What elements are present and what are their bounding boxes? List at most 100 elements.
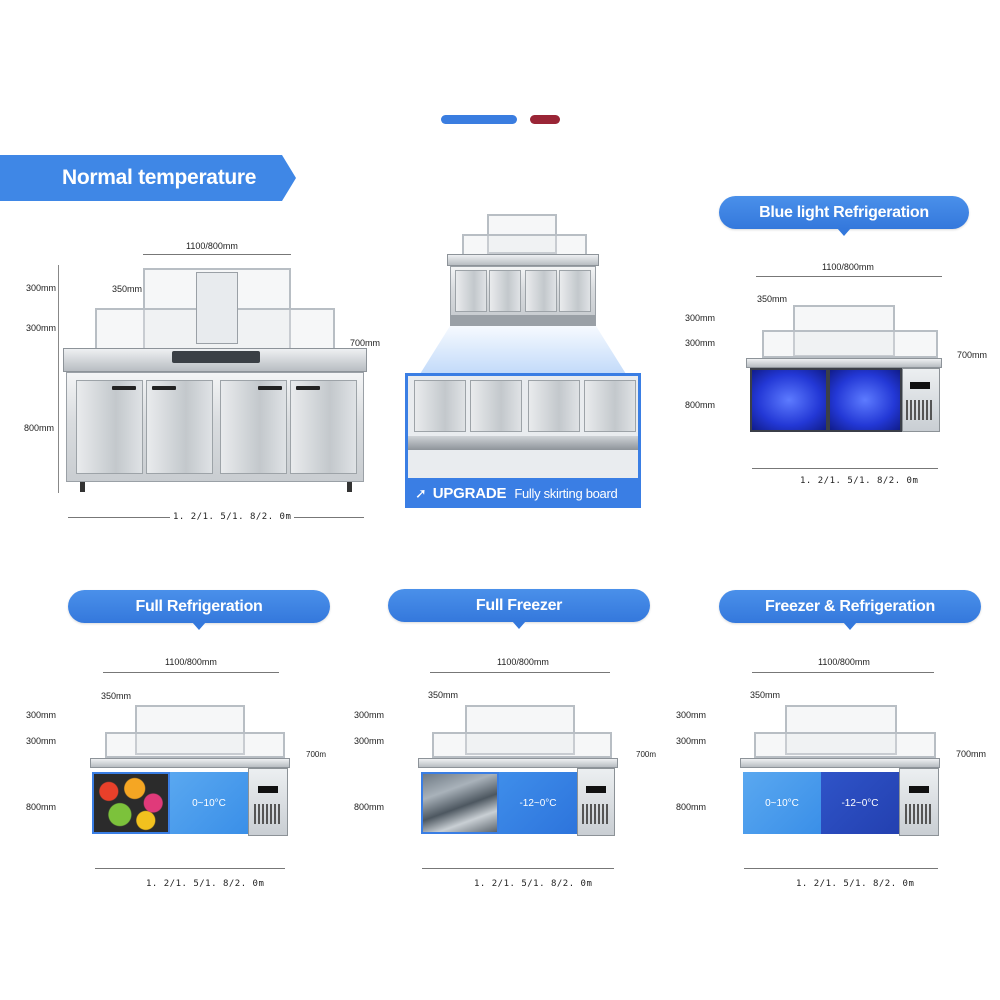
- dim-d350: 350mm: [112, 284, 143, 294]
- temp-label: 0~10°C: [192, 797, 226, 809]
- label-freezer-refrigeration: Freezer & Refrigeration: [719, 590, 981, 630]
- dim-length: 1. 2/1. 5/1. 8/2. 0m: [146, 879, 265, 889]
- upgrade-label: UPGRADE: [432, 484, 507, 502]
- lower-shelf: [105, 732, 285, 758]
- dim-d700: 700mm: [350, 338, 381, 348]
- cabinet-door: [470, 380, 522, 432]
- section-banner: Normal temperature: [0, 155, 296, 201]
- lower-shelf: [754, 732, 936, 758]
- dim-h800: 800mm: [685, 400, 716, 410]
- label-text: Blue light Refrigeration: [759, 203, 929, 221]
- carousel-indicator[interactable]: [530, 115, 560, 124]
- upper-shelf: [135, 705, 245, 755]
- dim-line: [143, 254, 291, 255]
- dim-h800: 800mm: [24, 423, 55, 433]
- refrigeration-compartment: 0~10°C: [170, 772, 248, 834]
- upgrade-sub: Fully skirting board: [514, 485, 618, 501]
- control-panel: [248, 768, 288, 836]
- dim-line: [744, 868, 938, 869]
- countertop: [90, 758, 290, 768]
- display: [909, 786, 929, 793]
- dim-h800: 800mm: [26, 802, 57, 812]
- countertop: [418, 758, 618, 768]
- dim-h300-a: 300mm: [26, 710, 57, 720]
- lower-shelf: [762, 330, 938, 358]
- dim-length: 1. 2/1. 5/1. 8/2. 0m: [796, 879, 915, 889]
- dim-d350: 350mm: [428, 690, 459, 700]
- dim-length: 1. 2/1. 5/1. 8/2. 0m: [800, 476, 919, 486]
- dim-d350: 350mm: [757, 294, 788, 304]
- dim-line: [752, 672, 934, 673]
- door-handle: [152, 386, 176, 390]
- display: [586, 786, 606, 793]
- dim-h300-b: 300mm: [26, 323, 57, 333]
- leg: [80, 482, 85, 492]
- upper-shelf: [465, 705, 575, 755]
- dim-line: [103, 672, 279, 673]
- dim-width: 1100/800mm: [497, 657, 549, 667]
- dim-length: 1. 2/1. 5/1. 8/2. 0m: [474, 879, 593, 889]
- door-handle: [258, 386, 282, 390]
- cabinet-door: [559, 270, 591, 312]
- upper-shelf: [785, 705, 897, 755]
- label-text: Freezer & Refrigeration: [764, 597, 936, 615]
- glass-panel: [196, 272, 238, 344]
- control-panel: [899, 768, 939, 836]
- cabinet-door: [525, 270, 557, 312]
- dim-d700: 700m: [306, 750, 327, 759]
- dim-h300-a: 300mm: [676, 710, 707, 720]
- label-text: Full Refrigeration: [135, 597, 263, 615]
- dim-d700: 700m: [636, 750, 657, 759]
- dim-h300-a: 300mm: [26, 283, 57, 293]
- dim-line: [58, 265, 59, 493]
- lower-shelf: [462, 234, 587, 256]
- banner-title: Normal temperature: [62, 166, 257, 189]
- dim-d700: 700mm: [957, 350, 988, 360]
- door-handle: [112, 386, 136, 390]
- countertop: [746, 358, 942, 368]
- dim-line: [422, 868, 614, 869]
- dim-d350: 350mm: [101, 691, 132, 701]
- countertop: [740, 758, 940, 768]
- label-full-freezer: Full Freezer: [388, 589, 650, 629]
- fruit-image: [92, 772, 170, 834]
- vent: [254, 804, 282, 824]
- skirting-board: [450, 316, 596, 326]
- dim-line: [756, 276, 942, 277]
- dim-h800: 800mm: [354, 802, 385, 812]
- control-panel: [577, 768, 615, 836]
- upgrade-caption: ➚ UPGRADE Fully skirting board: [405, 478, 641, 508]
- cabinet-door: [76, 380, 143, 474]
- dim-h300-a: 300mm: [354, 710, 385, 720]
- dim-d700: 700mm: [956, 749, 987, 759]
- dim-line: [95, 868, 285, 869]
- zoom-beam: [420, 326, 626, 374]
- temp-label: 0~10°C: [765, 797, 799, 809]
- cabinet-door: [528, 380, 580, 432]
- label-full-refrigeration: Full Refrigeration: [68, 590, 330, 630]
- carousel-indicator-active[interactable]: [441, 115, 517, 124]
- countertop: [447, 254, 599, 266]
- cabinet-door: [584, 380, 636, 432]
- freezer-compartment: -12~0°C: [821, 772, 899, 834]
- temp-label: -12~0°C: [519, 797, 557, 809]
- dim-d350: 350mm: [750, 690, 781, 700]
- temp-label: -12~0°C: [841, 797, 879, 809]
- sink-basin: [172, 351, 260, 363]
- glass-door: [828, 368, 902, 432]
- dim-h300-b: 300mm: [26, 736, 57, 746]
- dim-width: 1100/800mm: [165, 657, 217, 667]
- dim-width: 1100/800mm: [818, 657, 870, 667]
- dim-h300-a: 300mm: [685, 313, 716, 323]
- dim-width: 1100/800mm: [822, 262, 874, 272]
- upgrade-arrow-icon: ➚: [415, 484, 427, 501]
- dim-line: [752, 468, 938, 469]
- dim-h300-b: 300mm: [354, 736, 385, 746]
- cabinet-door: [290, 380, 357, 474]
- cabinet-door: [146, 380, 213, 474]
- cabinet-door: [414, 380, 466, 432]
- vent: [582, 804, 610, 824]
- dim-h300-b: 300mm: [676, 736, 707, 746]
- dim-h800: 800mm: [676, 802, 707, 812]
- vent: [905, 804, 933, 824]
